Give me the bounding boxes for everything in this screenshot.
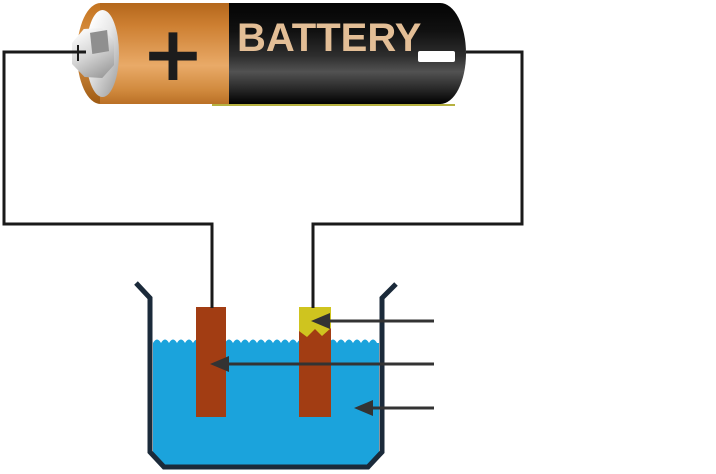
battery-bottom-highlight — [212, 104, 455, 106]
wire-positive — [2, 50, 214, 308]
pointer-arrow-coating-head — [311, 313, 330, 329]
solution-liquid — [153, 339, 379, 466]
battery-positive-mark: + — [141, 8, 205, 98]
beaker-outline — [134, 281, 398, 470]
pointer-arrow-coating — [311, 313, 434, 329]
battery-terminal-facet — [90, 30, 109, 54]
pointer-arrow-left-electrode — [210, 356, 434, 372]
pointer-arrow-left-electrode-head — [210, 356, 229, 372]
battery-brand-label: BATTERY — [237, 16, 422, 60]
pointer-arrow-solution-head — [354, 400, 373, 416]
battery-casing-front — [100, 3, 231, 104]
battery-negative-mark — [418, 51, 455, 62]
pointer-arrow-solution — [354, 400, 434, 416]
wire-negative — [311, 50, 524, 308]
